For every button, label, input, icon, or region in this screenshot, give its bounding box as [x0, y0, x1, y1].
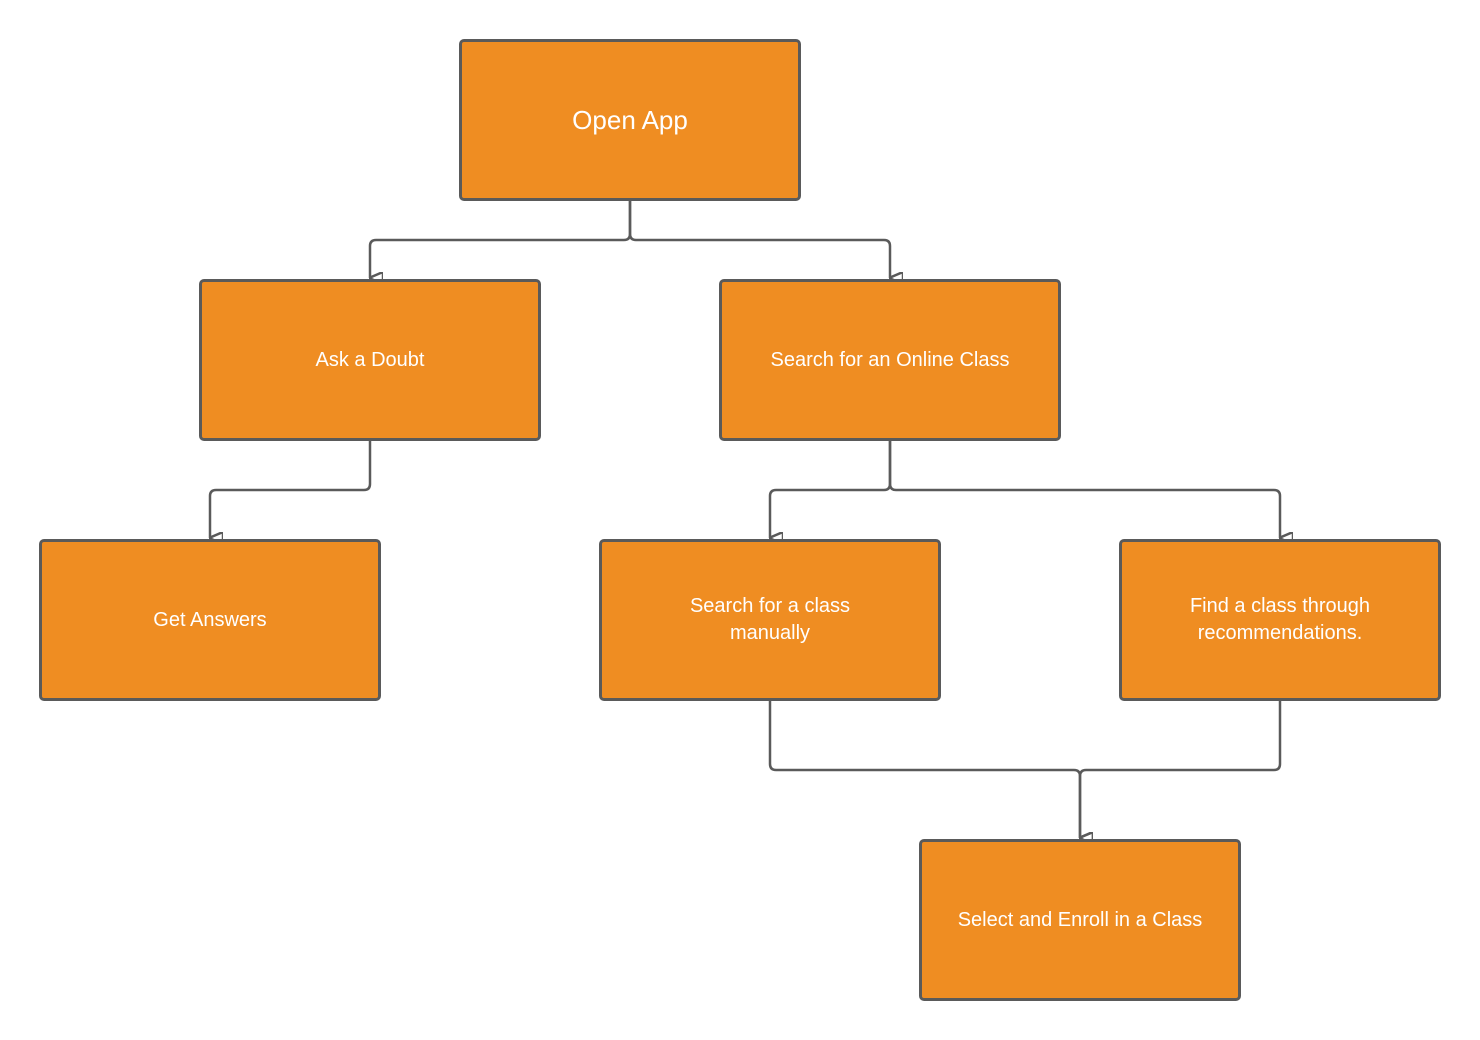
node-ask-doubt-label: Ask a Doubt	[315, 348, 425, 371]
node-ask-doubt: Ask a Doubt	[199, 279, 541, 441]
edge-ask-doubt-to-get-answers	[208, 441, 372, 538]
node-get-answers: Get Answers	[39, 539, 381, 701]
edge-find-recommendations-to-select-enroll	[1078, 701, 1282, 838]
edge-search-online-class-to-find-recommendations	[888, 441, 1280, 538]
node-open-app: Open App	[459, 39, 801, 201]
node-select-enroll-label: Select and Enroll in a Class	[957, 908, 1203, 931]
node-find-recommendations: Find a class through recommendations.	[1119, 539, 1441, 701]
edge-search-manually-to-select-enroll	[768, 701, 1080, 838]
edge-open-app-to-search-online-class	[628, 201, 890, 278]
node-open-app-label: Open App	[572, 104, 688, 135]
node-search-manually: Search for a class manually	[599, 539, 941, 701]
node-search-manually-label: Search for a class manually	[689, 595, 851, 644]
node-find-recommendations-label: Find a class through recommendations.	[1189, 595, 1371, 644]
node-search-online-class: Search for an Online Class	[719, 279, 1061, 441]
edge-open-app-to-ask-doubt	[368, 201, 632, 278]
edge-search-online-class-to-search-manually	[768, 441, 892, 538]
node-search-online-class-label: Search for an Online Class	[770, 348, 1010, 371]
node-get-answers-label: Get Answers	[153, 608, 267, 631]
node-select-enroll: Select and Enroll in a Class	[919, 839, 1241, 1001]
